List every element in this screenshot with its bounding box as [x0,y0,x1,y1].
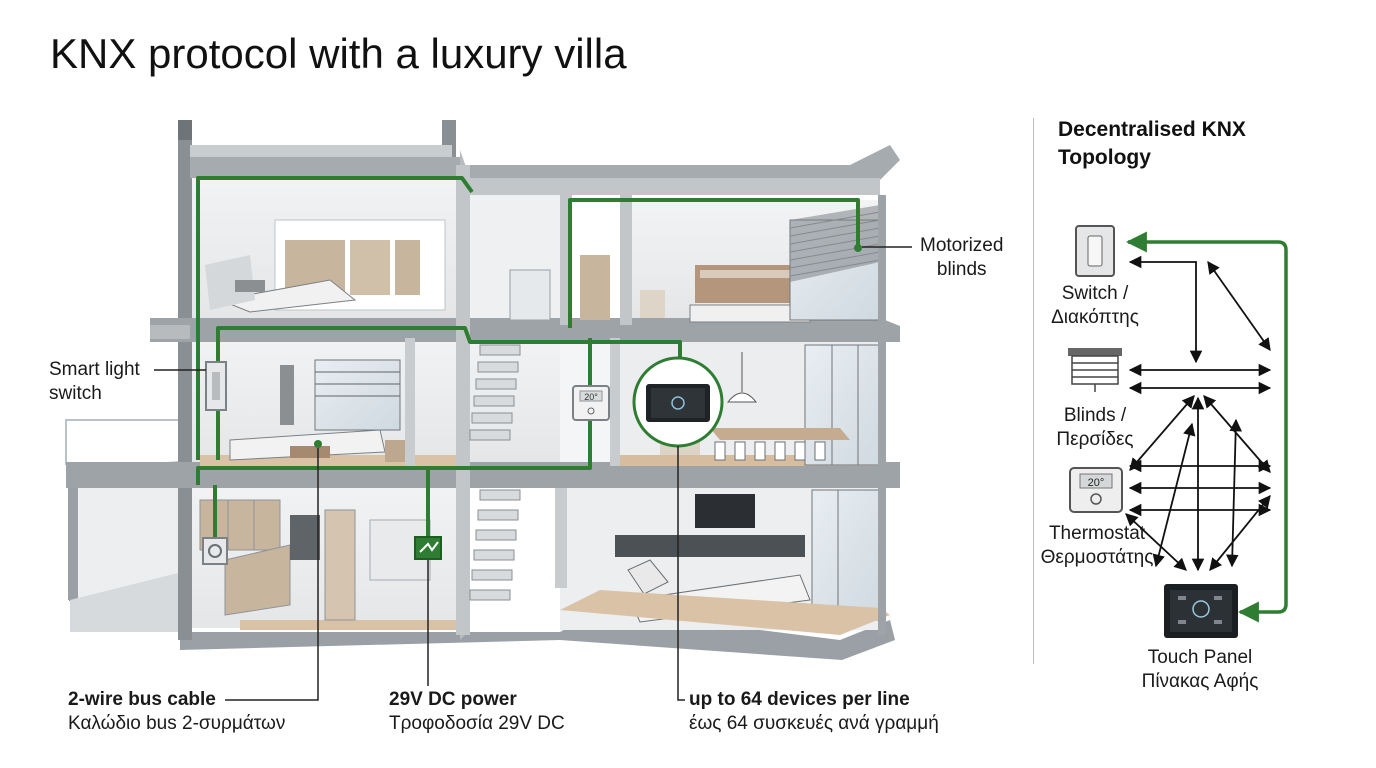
node-label-touch-panel: Touch Panel Πίνακας Αφής [1141,647,1259,692]
node-label-switch: Switch / Διακόπτης [1051,283,1139,328]
callout-motorized-blinds: Motorized blinds [920,235,1004,280]
node-label-thermostat: Thermostat Θερμοστάτης [1040,523,1154,568]
kitchen-keypad-device [202,537,228,565]
callout-smart-light-switch: Smart light switch [49,359,140,404]
blinds-icon [1068,348,1122,392]
callout-power: 29V DC power Τροφοδοσία 29V DC [389,689,565,734]
thermostat-device-wall: 20° [572,385,610,421]
bedroom-left [205,219,446,313]
smart-light-switch-device [205,361,227,411]
callout-devices-per-line: up to 64 devices per line έως 64 συσκευέ… [689,689,939,734]
power-supply-device [414,536,442,560]
thermostat-icon: 20° [1069,467,1123,513]
page-title: KNX protocol with a luxury villa [50,30,627,77]
lounge [560,489,890,635]
node-label-blinds: Blinds / Περσίδες [1056,405,1134,450]
topology-bus-loop [1125,231,1288,623]
knx-bus-wiring [196,176,860,540]
topology-title: Decentralised KNX Topology [1058,118,1246,169]
callout-leaders [154,246,912,701]
touch-panel-icon [1164,584,1238,638]
callout-bus-cable: 2-wire bus cable Καλώδιο bus 2-συρμάτων [68,689,286,734]
living-room [229,359,405,462]
thermostat-wall-readout: 20° [584,392,598,402]
wall-switch-icon [1075,225,1115,277]
panel-divider [1033,118,1034,664]
ground-slab [180,610,895,660]
touch-panel-device-wall [646,384,710,422]
slab-upper [150,318,900,342]
staircase [469,344,521,601]
thermostat-icon-readout: 20° [1088,477,1105,489]
